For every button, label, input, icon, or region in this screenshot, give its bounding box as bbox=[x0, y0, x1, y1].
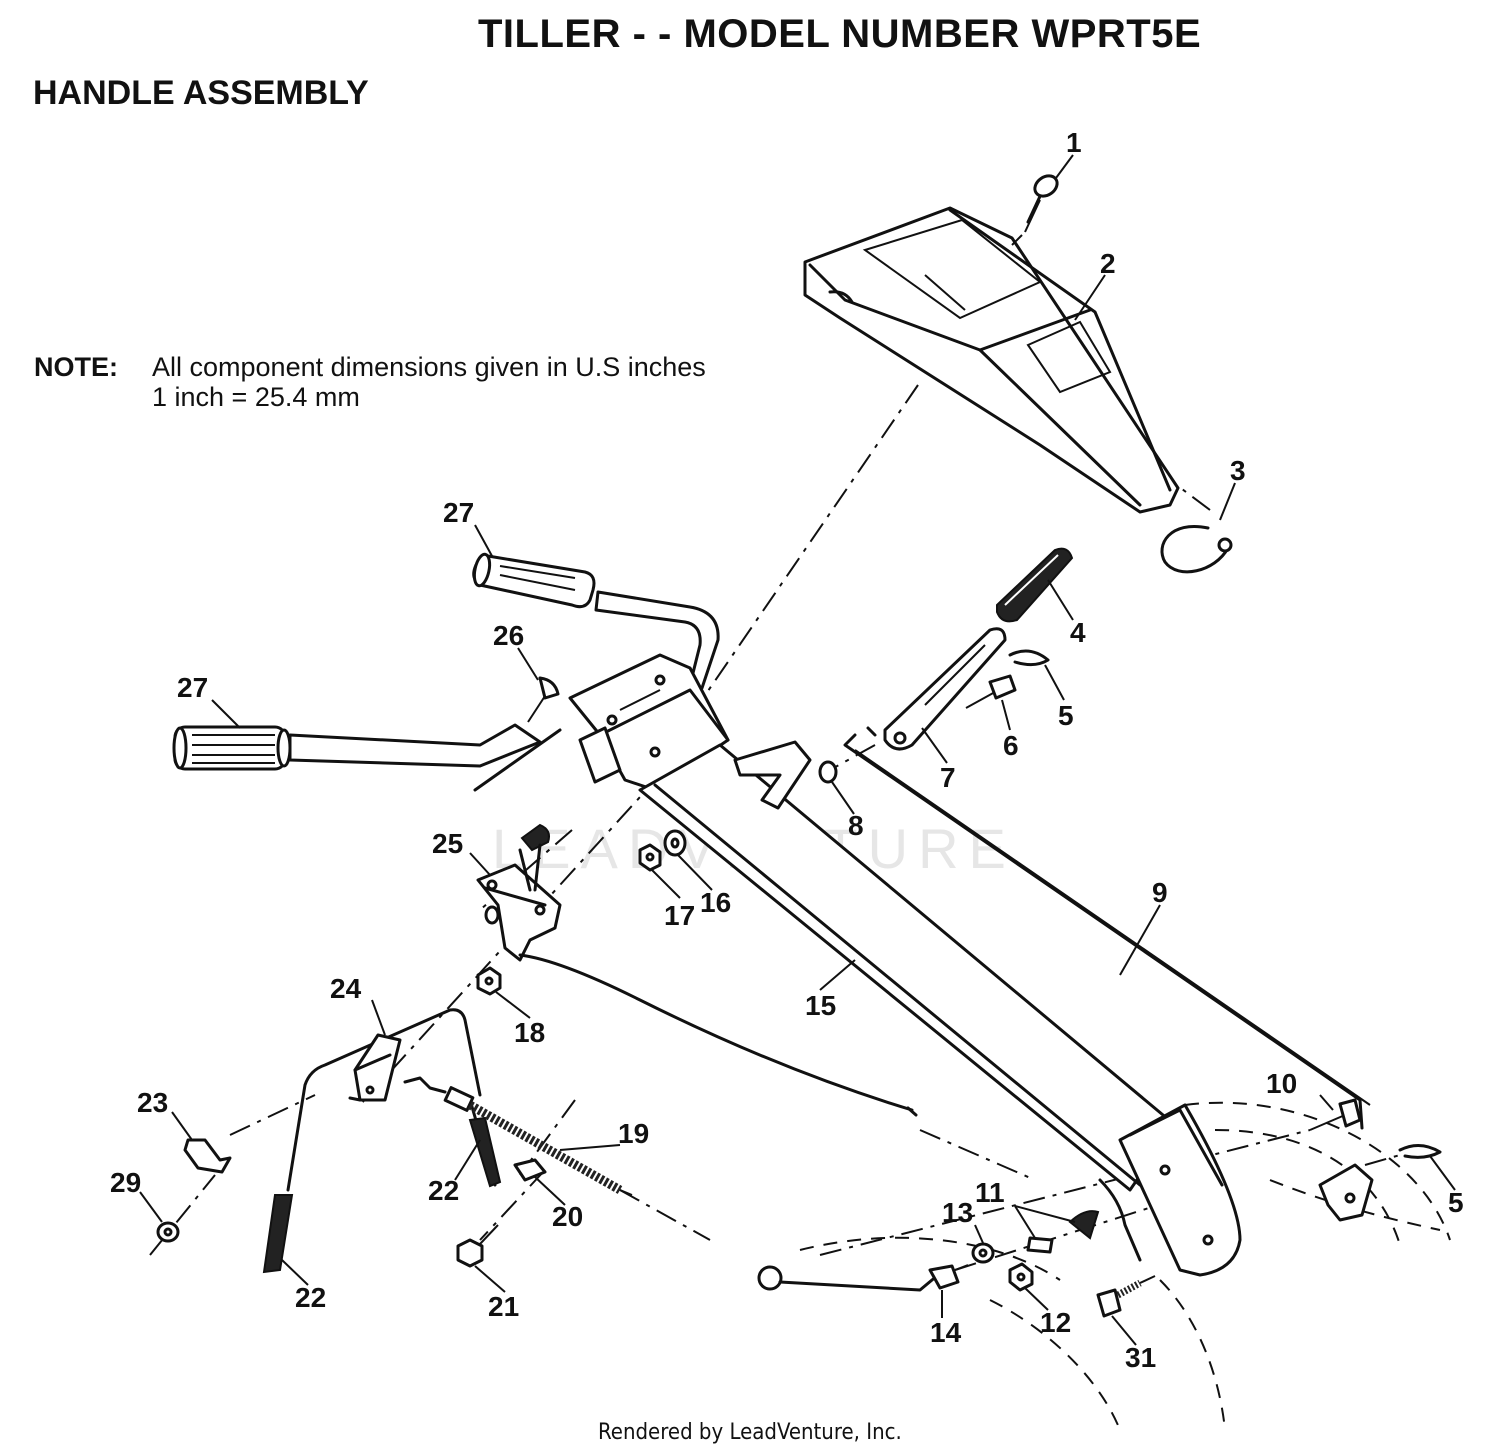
hex-nut-upper bbox=[638, 843, 662, 872]
callout-11: 11 bbox=[975, 1177, 1005, 1208]
hair-pin-lower bbox=[1398, 1144, 1442, 1159]
callout-16: 16 bbox=[700, 887, 731, 918]
callout-9: 9 bbox=[1152, 877, 1168, 908]
washer bbox=[663, 829, 687, 857]
lever-grip bbox=[996, 547, 1074, 623]
note-label: NOTE: bbox=[34, 352, 118, 382]
callout-18: 18 bbox=[514, 1017, 545, 1048]
hex-nut-middle bbox=[476, 966, 502, 996]
console-cover bbox=[803, 206, 1180, 514]
callout-14: 14 bbox=[930, 1317, 962, 1348]
leader-lines bbox=[139, 154, 1456, 1346]
callout-15: 15 bbox=[805, 990, 836, 1021]
hex-screw bbox=[456, 1224, 499, 1268]
retaining-ring bbox=[1160, 525, 1233, 574]
note-line-2: 1 inch = 25.4 mm bbox=[152, 382, 360, 412]
note-line-1: All component dimensions given in U.S in… bbox=[152, 352, 706, 382]
spacer bbox=[818, 760, 838, 784]
handle-grip-upper bbox=[472, 552, 596, 609]
push-nut bbox=[156, 1221, 180, 1243]
callout-8: 8 bbox=[848, 810, 864, 841]
callout-19: 19 bbox=[618, 1118, 649, 1149]
cable-spring bbox=[403, 1076, 633, 1196]
cable-clip bbox=[183, 1138, 232, 1174]
callout-27-upper: 27 bbox=[443, 497, 474, 528]
callout-1: 1 bbox=[1066, 127, 1082, 158]
flat-washer bbox=[971, 1242, 995, 1264]
callout-5-upper: 5 bbox=[1058, 700, 1074, 731]
callout-25: 25 bbox=[432, 828, 463, 859]
shift-lever bbox=[883, 627, 1007, 751]
callout-13: 13 bbox=[942, 1197, 973, 1228]
spring-bolt bbox=[1096, 1275, 1156, 1318]
hair-pin-upper bbox=[1008, 649, 1050, 667]
callout-27-lower: 27 bbox=[177, 672, 208, 703]
footer-credit: Rendered by LeadVenture, Inc. bbox=[598, 1420, 902, 1445]
dimension-note: NOTE: All component dimensions given in U… bbox=[34, 352, 706, 412]
depth-stake-lever bbox=[757, 1264, 969, 1292]
hex-nut-lower bbox=[1008, 1262, 1034, 1292]
lower-plate bbox=[1098, 1103, 1242, 1277]
callout-4: 4 bbox=[1070, 617, 1086, 648]
shift-rod bbox=[843, 726, 1371, 1130]
shoulder-bolt bbox=[965, 674, 1017, 709]
callout-22-lower: 22 bbox=[295, 1282, 326, 1313]
bolt-right bbox=[1309, 1098, 1362, 1131]
upper-bracket bbox=[568, 653, 730, 792]
callout-24: 24 bbox=[330, 973, 362, 1004]
callout-labels: 1 2 3 4 5 5 6 7 8 9 10 11 12 13 14 15 16… bbox=[110, 127, 1464, 1373]
callout-29: 29 bbox=[110, 1167, 141, 1198]
bail-grip bbox=[262, 1116, 502, 1274]
handle-grip-lower bbox=[172, 725, 292, 771]
shift-indicator bbox=[1014, 1205, 1100, 1254]
callout-20: 20 bbox=[552, 1201, 583, 1232]
callout-23: 23 bbox=[137, 1087, 168, 1118]
carriage-screw bbox=[527, 676, 560, 723]
section-title: HANDLE ASSEMBLY bbox=[33, 74, 369, 112]
callout-17: 17 bbox=[664, 900, 695, 931]
callout-22-upper: 22 bbox=[428, 1175, 459, 1206]
bail-bracket bbox=[348, 1033, 402, 1102]
callout-7: 7 bbox=[940, 762, 956, 793]
page-title: TILLER - - MODEL NUMBER WPRT5E bbox=[478, 12, 1202, 56]
callout-2: 2 bbox=[1100, 248, 1116, 279]
control-bracket bbox=[476, 823, 562, 962]
callout-6: 6 bbox=[1003, 730, 1019, 761]
callout-12: 12 bbox=[1040, 1307, 1071, 1338]
callout-3: 3 bbox=[1230, 455, 1246, 486]
cable-clip-small bbox=[513, 1158, 547, 1182]
control-cable bbox=[518, 953, 918, 1117]
callout-26: 26 bbox=[493, 620, 524, 651]
cover-screw bbox=[1011, 174, 1059, 246]
callout-5-lower: 5 bbox=[1448, 1187, 1464, 1218]
callout-21: 21 bbox=[488, 1291, 519, 1322]
callout-31: 31 bbox=[1125, 1342, 1156, 1373]
handle-tube bbox=[638, 740, 1177, 1192]
callout-10: 10 bbox=[1266, 1068, 1297, 1099]
shift-bracket bbox=[1318, 1163, 1374, 1222]
